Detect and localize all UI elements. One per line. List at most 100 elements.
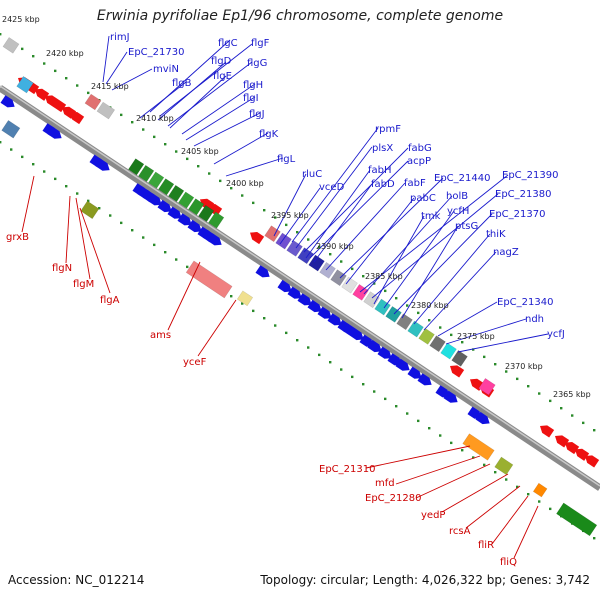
tick-label: 2395 kbp [271, 211, 309, 220]
forward-leader-line [383, 210, 455, 309]
gene-label: yceF [183, 357, 207, 368]
gene-label: ptsG [455, 221, 478, 232]
tick-mark [153, 135, 156, 139]
gene-label: flgN [52, 263, 72, 274]
tick-mark [263, 317, 266, 320]
tick-mark [538, 392, 541, 395]
flagellar-gene-block [128, 158, 145, 176]
gene-block [1, 119, 21, 139]
map-title: Erwinia pyrifoliae Ep1/96 chromosome, co… [96, 8, 504, 24]
gene-label: flgH [243, 80, 263, 91]
gene-block [363, 291, 380, 309]
gene-label: flgI [243, 93, 259, 104]
reverse-leader-line [415, 463, 491, 499]
gene-block [185, 260, 233, 299]
gene-label: plsX [372, 143, 393, 154]
tick-mark [428, 319, 431, 322]
tick-mark [472, 348, 475, 351]
flagellar-gene-block-body [128, 158, 145, 176]
tick-mark [428, 427, 431, 430]
tick-mark [98, 207, 101, 210]
forward-gene-arrow-body [287, 286, 302, 299]
forward-leader-line [373, 215, 425, 305]
tick-mark [142, 128, 145, 131]
forward-leader-line [445, 318, 527, 345]
tick-mark [32, 55, 35, 58]
feature-blocks [0, 37, 600, 537]
tick-mark [439, 434, 442, 437]
gene-label: mfd [375, 478, 395, 489]
gene-block [418, 327, 435, 345]
forward-leader-line [305, 169, 371, 259]
flagellar-gene-block-body [138, 164, 155, 182]
gene-block [556, 502, 598, 537]
forward-gene-arrow [255, 265, 270, 278]
forward-gene-arrow [395, 358, 410, 371]
tick-mark [505, 370, 508, 373]
tick-rail-inner [0, 141, 596, 540]
forward-gene-arrow [207, 233, 222, 246]
gene-label: EpC_21340 [497, 297, 553, 308]
gene-block-body [264, 225, 281, 243]
reverse-leader-line [21, 175, 35, 233]
gene-block [440, 342, 457, 360]
gene-label: ams [150, 330, 171, 341]
gene-label: pabC [410, 193, 436, 204]
tick-mark [263, 209, 266, 212]
forward-gene-arrow [287, 286, 302, 299]
gene-block [341, 276, 358, 294]
tick-mark [417, 419, 420, 423]
tick-mark [351, 267, 354, 271]
forward-gene-arrow [317, 306, 332, 319]
forward-gene-arrow [187, 219, 202, 233]
forward-leader-line [345, 197, 415, 285]
reverse-gene-arrow-body [70, 112, 85, 125]
tick-mark [120, 221, 123, 225]
reverse-leader-line [491, 495, 529, 545]
forward-gene-arrow [147, 193, 162, 206]
tick-mark [32, 163, 35, 166]
forward-gene-arrow-body [157, 199, 172, 213]
forward-leader-line [181, 83, 256, 135]
tick-mark [164, 143, 167, 146]
tick-mark [384, 289, 387, 293]
tick-mark [175, 258, 178, 261]
tick-mark [351, 375, 354, 379]
tick-mark [0, 141, 2, 144]
forward-leader-line [325, 182, 406, 271]
gene-block [451, 349, 468, 367]
gene-label: thiK [486, 229, 506, 240]
tick-rail-outer [0, 33, 596, 432]
tick-mark [406, 304, 409, 307]
forward-leader-line [295, 146, 373, 249]
tick-mark [384, 397, 387, 401]
forward-leader-line [185, 96, 256, 141]
tick-mark [373, 390, 376, 393]
gene-label: rimJ [110, 32, 130, 43]
gene-label: flgL [277, 154, 296, 165]
forward-gene-arrow [297, 293, 312, 306]
forward-leader-line [157, 61, 227, 121]
tick-mark [142, 236, 145, 239]
gene-label: flgC [218, 38, 238, 49]
tick-mark [87, 199, 90, 203]
tick-label: 2380 kbp [411, 301, 449, 310]
gene-block-body [16, 75, 34, 94]
gene-label: tmk [421, 211, 441, 222]
forward-gene-arrow [47, 126, 62, 139]
gene-block-body [429, 335, 446, 353]
forward-leader-line [193, 112, 261, 147]
forward-leader-line [303, 147, 409, 253]
tick-mark [395, 405, 398, 408]
reverse-gene-arrow-body [250, 232, 265, 245]
accession-text: Accession: NC_012214 [8, 573, 145, 587]
forward-gene-arrow-body [187, 219, 202, 233]
forward-gene-arrow-body [277, 279, 292, 293]
forward-leader-line [169, 75, 227, 129]
reverse-gene-arrow-body [585, 455, 600, 468]
flagellar-gene-block-body [198, 204, 215, 222]
flagellar-gene-block [168, 184, 185, 202]
tick-mark [549, 399, 552, 403]
forward-leader-line [339, 177, 444, 279]
gene-label: EpC_21730 [128, 47, 184, 58]
